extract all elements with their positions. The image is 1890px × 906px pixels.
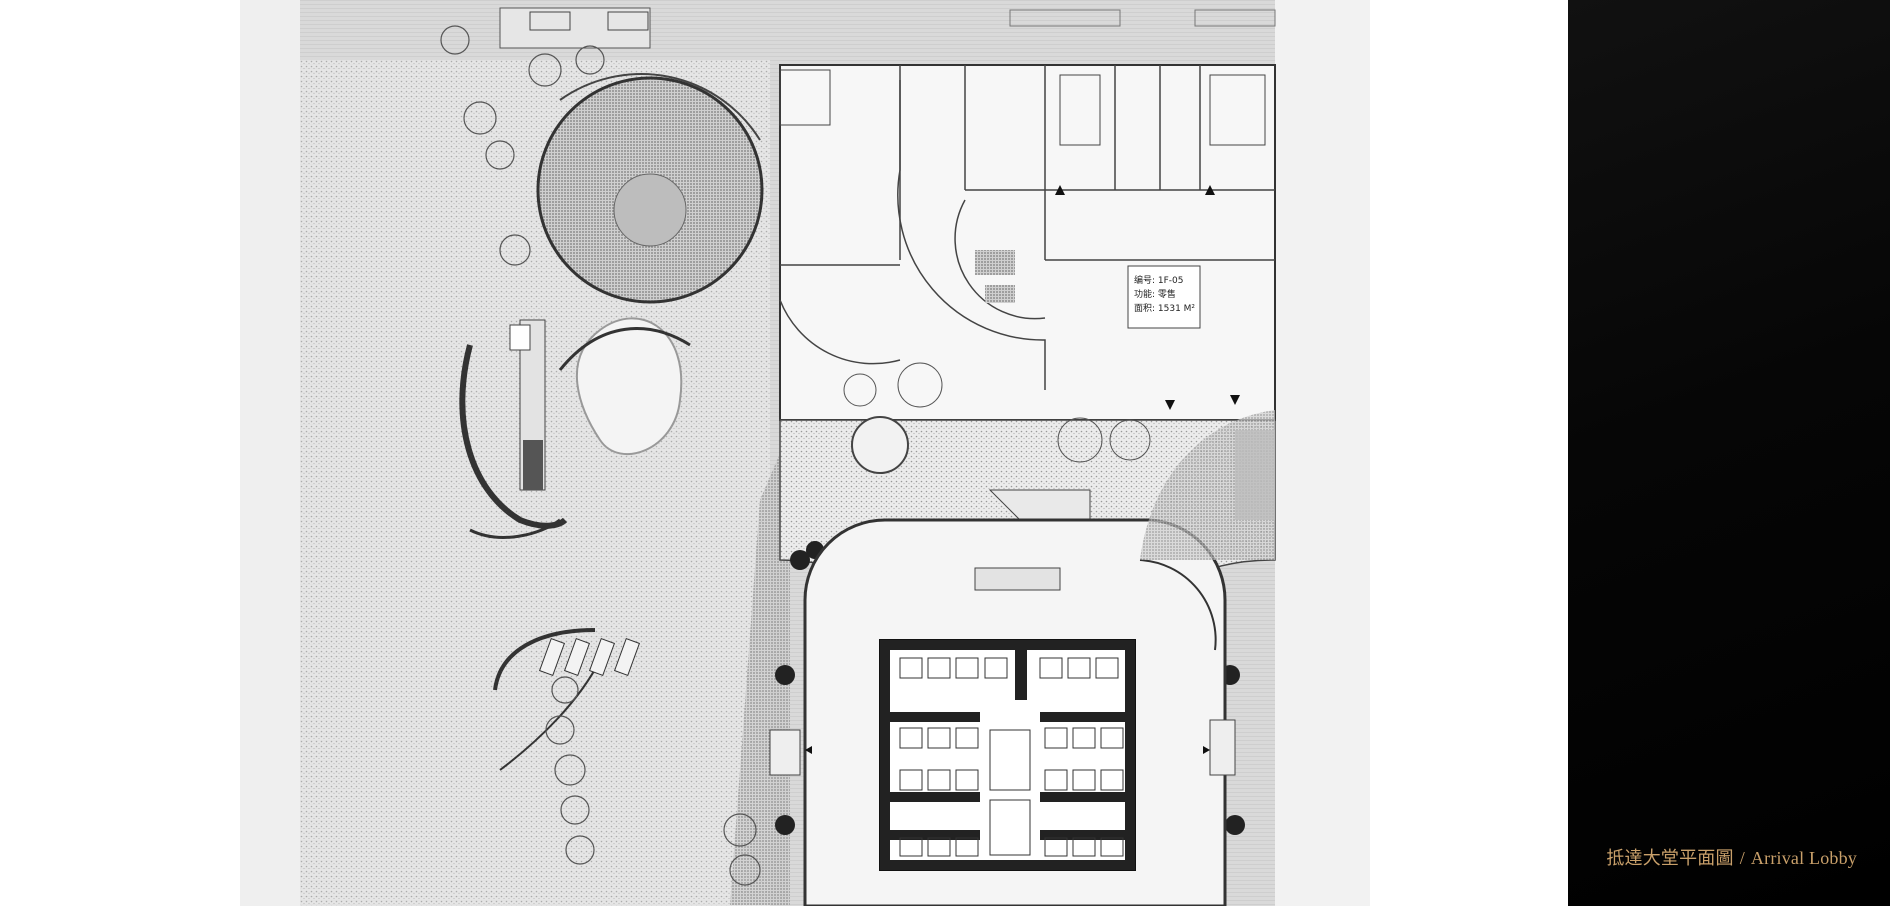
unit-number-label: 编号: 1F-05 — [1134, 274, 1184, 286]
caption-separator: / — [1739, 848, 1745, 868]
building-block — [779, 64, 1276, 421]
site-edge-right — [1275, 0, 1370, 906]
drawing-caption: 抵達大堂平面圖/Arrival Lobby — [1606, 844, 1857, 870]
site-edge-left — [240, 0, 300, 906]
caption-panel — [1568, 0, 1890, 906]
elevator-core — [879, 639, 1136, 871]
trees — [440, 25, 761, 886]
caption-english: Arrival Lobby — [1750, 848, 1857, 868]
floor-plan-drawing: 编号: 1F-05 功能: 零售 面积: 1531 M² — [240, 0, 1370, 906]
unit-function-label: 功能: 零售 — [1134, 288, 1176, 300]
caption-chinese: 抵達大堂平面圖 — [1606, 848, 1734, 868]
pool — [575, 317, 683, 456]
floor-plan-area: 编号: 1F-05 功能: 零售 面积: 1531 M² — [240, 0, 1370, 906]
unit-area-label: 面积: 1531 M² — [1134, 302, 1195, 314]
lounge-chairs — [538, 637, 641, 677]
unit-tag-box — [1127, 265, 1201, 329]
